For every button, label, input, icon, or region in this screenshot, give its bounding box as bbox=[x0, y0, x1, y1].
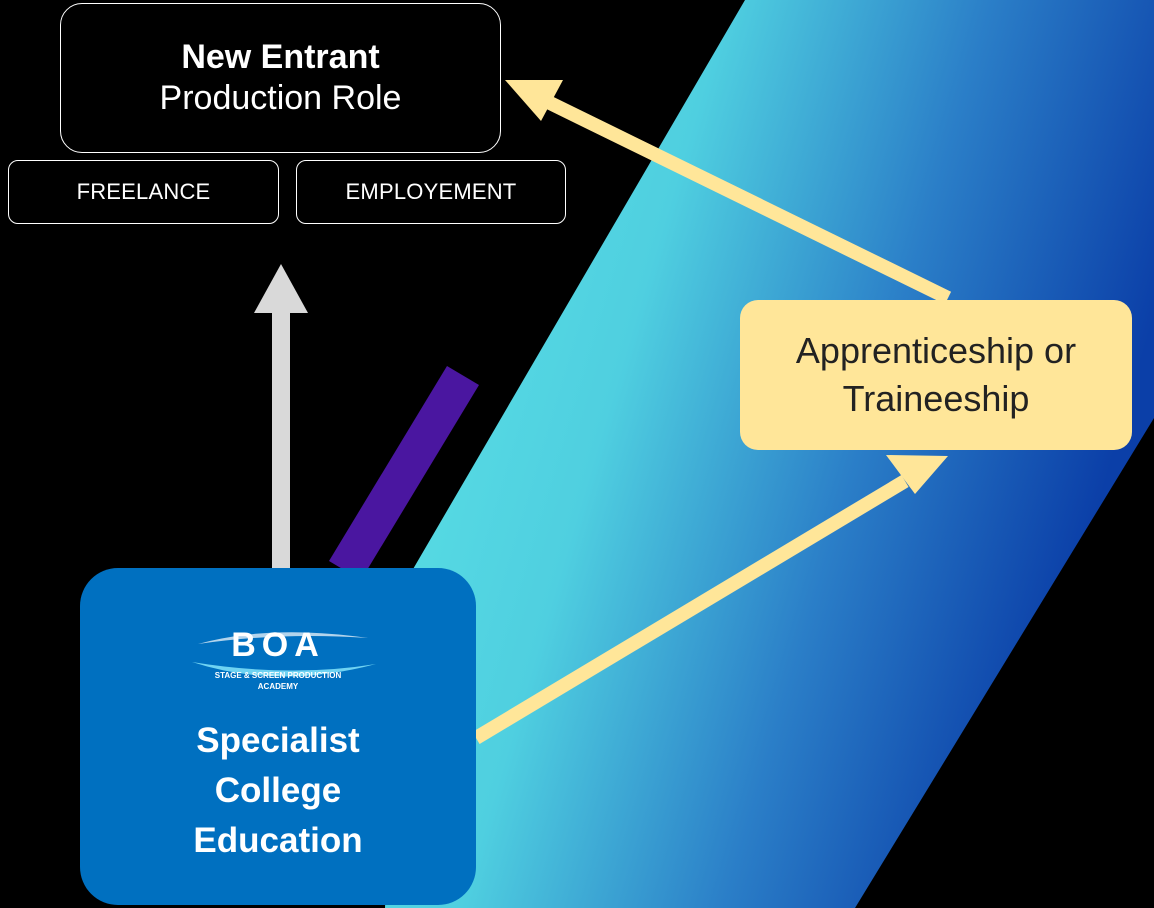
college-title: Specialist College Education bbox=[80, 716, 476, 866]
college-line-3: Education bbox=[193, 821, 363, 860]
purple-accent-bar bbox=[329, 366, 479, 580]
yellow-arrow-to-apprenticeship-shaft bbox=[472, 474, 909, 745]
yellow-arrow-to-apprenticeship-head bbox=[886, 455, 948, 494]
new-entrant-box: New Entrant Production Role bbox=[60, 3, 501, 153]
employment-tag: EMPLOYEMENT bbox=[296, 160, 566, 224]
apprenticeship-line-1: Apprenticeship or bbox=[795, 330, 1077, 371]
grey-arrow-shaft bbox=[272, 312, 290, 570]
college-box: BOA STAGE & SCREEN PRODUCTION ACADEMY Sp… bbox=[80, 568, 476, 905]
new-entrant-subtitle: Production Role bbox=[159, 79, 402, 117]
college-line-2: College bbox=[214, 771, 342, 810]
boa-logo: BOA STAGE & SCREEN PRODUCTION ACADEMY bbox=[80, 604, 476, 694]
college-line-1: Specialist bbox=[196, 721, 360, 760]
boa-logo-text: BOA bbox=[231, 626, 325, 664]
yellow-arrow-to-new-entrant-head bbox=[505, 80, 563, 121]
apprenticeship-box: Apprenticeship or Traineeship bbox=[740, 300, 1132, 450]
logo-caption-2: ACADEMY bbox=[257, 682, 299, 691]
logo-caption-1: STAGE & SCREEN PRODUCTION bbox=[214, 671, 342, 680]
boa-logo-graphic: BOA bbox=[192, 626, 376, 677]
freelance-tag: FREELANCE bbox=[8, 160, 279, 224]
apprenticeship-line-2: Traineeship bbox=[842, 378, 1030, 419]
grey-arrow-head bbox=[254, 264, 308, 313]
yellow-arrow-to-new-entrant-shaft bbox=[544, 95, 952, 305]
new-entrant-title: New Entrant bbox=[181, 38, 380, 76]
